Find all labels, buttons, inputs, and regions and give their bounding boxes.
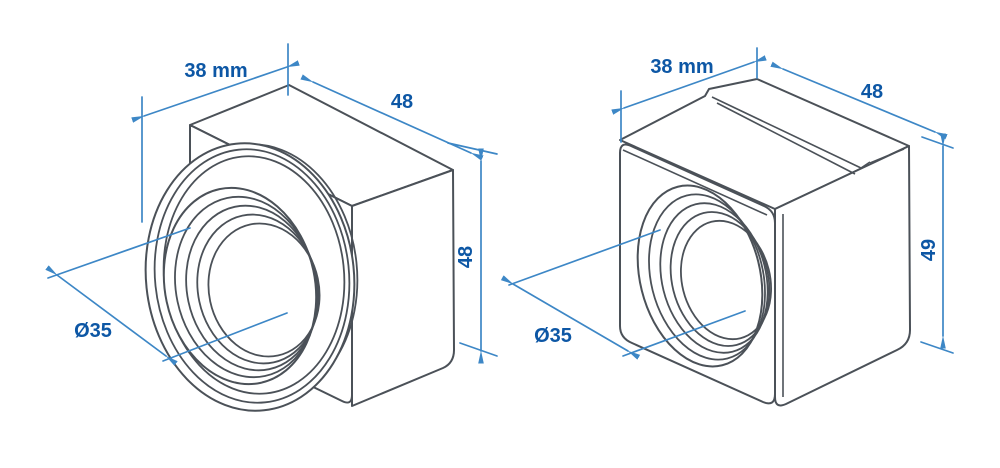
- right-top-step-line-3: [869, 148, 905, 164]
- right-bore-thread-3: [669, 211, 771, 347]
- right-bore-thread-1: [648, 193, 766, 361]
- right-front-top-fillet-line: [622, 149, 768, 216]
- right-top-step-jog: [860, 161, 871, 169]
- right-bore-thread-2: [659, 202, 769, 354]
- right-width-dimension-line: [611, 55, 767, 115]
- left-depth-extension-line: [447, 142, 498, 155]
- left-part-right-face: [351, 169, 455, 407]
- right-height-dimension-label: 49: [918, 239, 940, 261]
- right-bore-thread-4: [680, 219, 772, 341]
- right-bore-dimension-line: [500, 275, 641, 360]
- right-height-extension-line-top: [921, 136, 954, 149]
- left-depth-dimension-label: 48: [391, 91, 413, 113]
- left-width-dimension-label: 38 mm: [184, 60, 247, 82]
- right-depth-dimension-label: 48: [861, 81, 883, 103]
- left-height-extension-line-bottom: [459, 342, 498, 357]
- left-bore-extension-line-2: [162, 312, 288, 362]
- right-height-extension-line-bottom: [920, 341, 954, 354]
- left-bore-dimension-line: [45, 265, 178, 366]
- right-width-dimension-label: 38 mm: [650, 56, 713, 78]
- left-part-drawing: 38 mm 48 48 Ø35: [45, 43, 498, 412]
- right-bore-extension-line-2: [622, 310, 746, 357]
- left-height-dimension-label: 48: [455, 246, 477, 268]
- left-width-dimension-line: [131, 60, 300, 123]
- left-depth-dimension-line: [300, 74, 484, 161]
- right-bore-dimension-label: Ø35: [534, 325, 572, 347]
- left-bore-thread-4: [207, 222, 321, 358]
- right-bore-rim: [636, 184, 764, 368]
- left-bore-dimension-label: Ø35: [74, 320, 112, 342]
- right-part-drawing: 38 mm 48 49 Ø35: [500, 47, 954, 407]
- right-depth-dimension-line: [770, 61, 948, 140]
